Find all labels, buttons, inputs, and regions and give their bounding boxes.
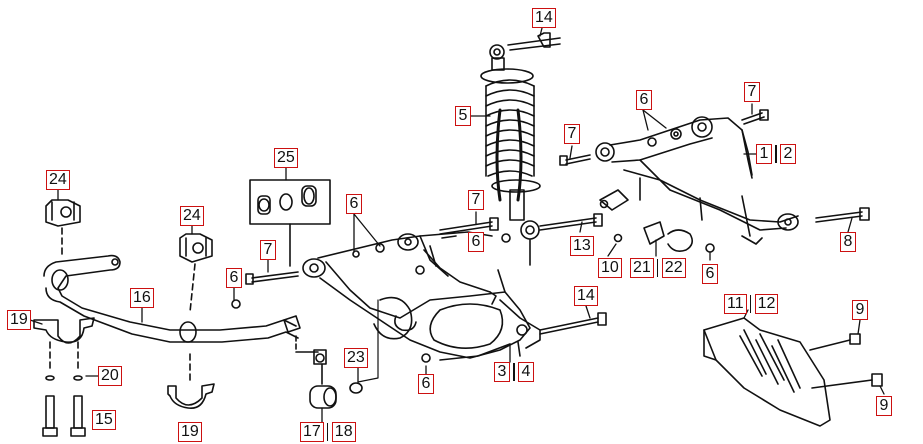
callout-12: 12 — [754, 294, 779, 314]
callout-19-bottom: 19 — [178, 422, 202, 442]
callout-3-4: 3 4 — [494, 362, 534, 382]
pair-separator — [772, 144, 780, 164]
callout-25: 25 — [274, 148, 298, 168]
pair-separator — [324, 422, 332, 442]
callout-6-upper: 6 — [636, 90, 652, 110]
callout-1: 1 — [756, 144, 772, 164]
callout-7-left: 7 — [260, 240, 276, 260]
callout-24-center: 24 — [180, 206, 204, 226]
callout-17: 17 — [300, 422, 324, 442]
callout-24-left: 24 — [46, 170, 70, 190]
pair-separator — [747, 294, 755, 314]
callout-13: 13 — [570, 236, 594, 256]
callout-7-middle: 7 — [468, 190, 484, 210]
stabilizer-bar — [43, 254, 301, 343]
callout-17-18: 17 18 — [300, 422, 356, 442]
callout-6-middle: 6 — [346, 194, 362, 214]
bolts-lower-arm — [231, 217, 607, 363]
callout-3: 3 — [494, 362, 510, 382]
callout-6-lower: 6 — [418, 374, 434, 394]
stabilizer-bushing-24 — [45, 199, 213, 313]
leader-lines — [29, 27, 885, 423]
callout-5: 5 — [455, 106, 471, 126]
callout-6-middle-right: 6 — [468, 232, 484, 252]
callout-11-12: 11 12 — [724, 294, 779, 314]
callout-15: 15 — [92, 410, 116, 430]
callout-9-lower: 9 — [876, 396, 892, 416]
bolts-upper-right — [539, 109, 870, 253]
callout-14-lower: 14 — [574, 286, 598, 306]
callout-9-upper: 9 — [852, 300, 868, 320]
callout-14-top: 14 — [532, 8, 556, 28]
callout-6-left: 6 — [226, 268, 242, 288]
shock-absorber — [480, 32, 561, 266]
callout-6-right: 6 — [702, 264, 718, 284]
callout-22: 22 — [661, 258, 686, 278]
pair-separator — [510, 362, 518, 382]
callout-18: 18 — [331, 422, 356, 442]
bushing-kit-25 — [249, 179, 331, 267]
lower-control-arm — [302, 231, 541, 361]
skid-plate — [703, 317, 883, 427]
callout-2: 2 — [780, 144, 796, 164]
callout-20: 20 — [98, 366, 122, 386]
callout-21: 21 — [630, 258, 654, 278]
pair-separator — [654, 258, 662, 278]
callout-7-upper: 7 — [564, 124, 580, 144]
callout-7-upper-right: 7 — [744, 82, 760, 102]
end-link — [295, 299, 379, 409]
callout-1-2: 1 2 — [756, 144, 796, 164]
callout-11: 11 — [724, 294, 747, 314]
callout-16: 16 — [130, 288, 154, 308]
callout-8: 8 — [840, 232, 856, 252]
upper-control-arm — [595, 116, 799, 252]
bracket-and-bolts — [33, 317, 215, 437]
callout-19-left: 19 — [7, 310, 31, 330]
callout-10: 10 — [598, 258, 622, 278]
callout-4: 4 — [518, 362, 534, 382]
callout-23: 23 — [344, 348, 368, 368]
callout-21-22: 21 22 — [630, 258, 686, 278]
